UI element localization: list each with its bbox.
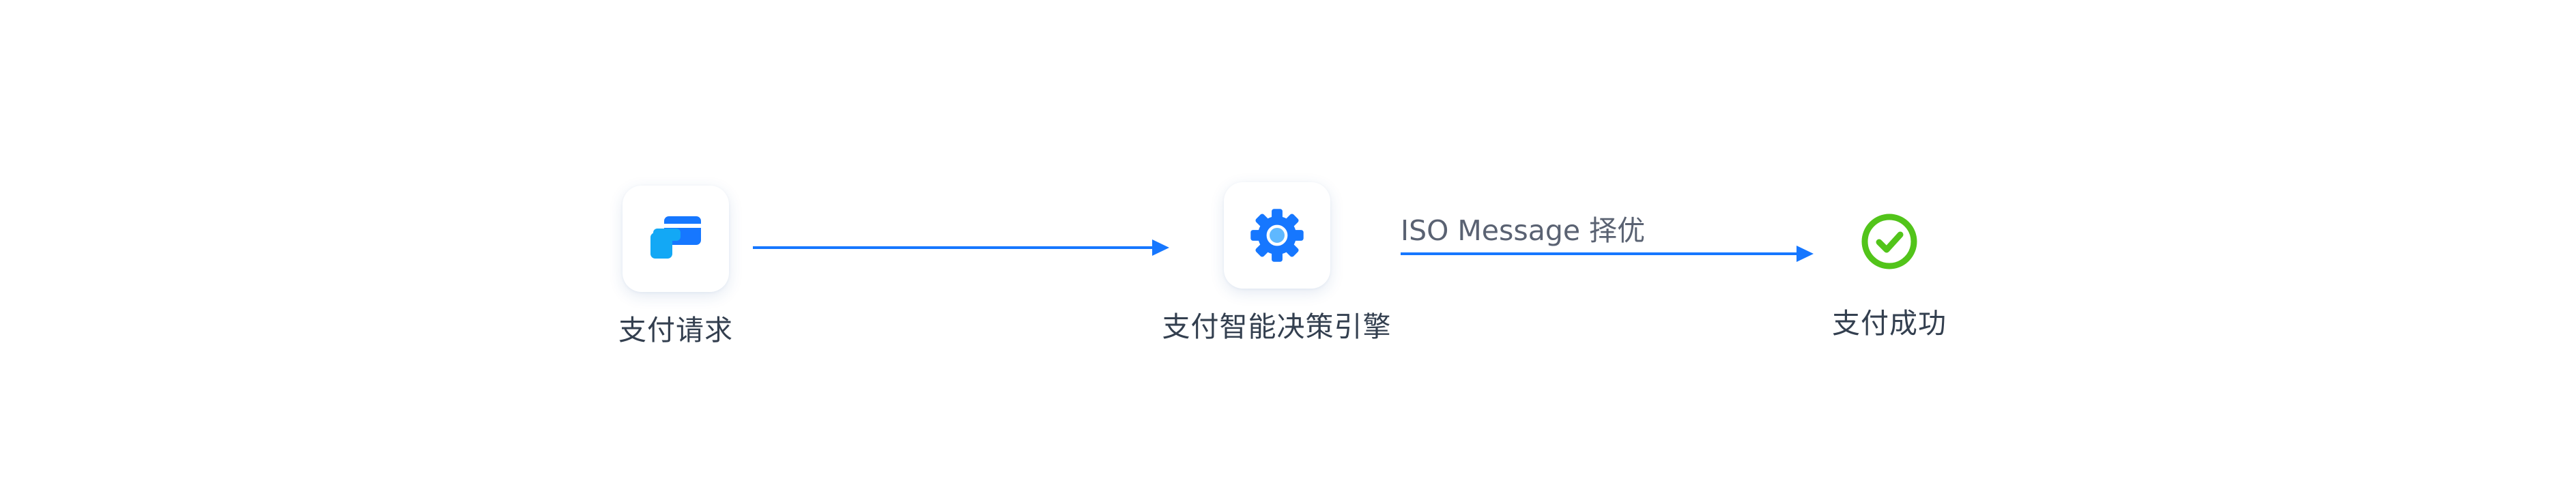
decision-engine-icon-card: [1223, 182, 1330, 289]
payment-card-icon: [650, 216, 701, 259]
payment-request-icon-card: [622, 186, 729, 292]
edge-label-iso-message: ISO Message 择优: [1401, 214, 1646, 247]
node-label-payment-request: 支付请求: [618, 314, 733, 347]
node-label-payment-success: 支付成功: [1832, 307, 1947, 340]
check-circle-icon: [1861, 214, 1917, 269]
arrow-engine-to-success: [1401, 246, 1814, 262]
node-payment-success: 支付成功: [1814, 188, 1964, 341]
payment-success-icon-wrap: [1836, 188, 1943, 295]
gear-icon: [1250, 209, 1304, 262]
node-payment-request: 支付请求: [607, 186, 744, 348]
node-decision-engine: 支付智能决策引擎: [1159, 182, 1394, 345]
arrow-request-to-engine: [753, 239, 1169, 256]
node-label-decision-engine: 支付智能决策引擎: [1162, 310, 1392, 343]
